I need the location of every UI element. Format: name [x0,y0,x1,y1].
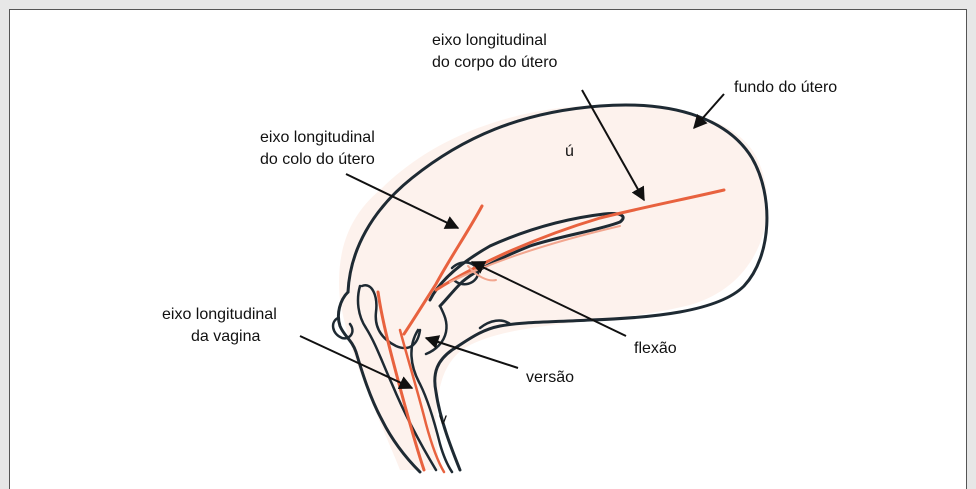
label-vagina-letter: v [439,410,447,430]
label-corpo-line1: eixo longitudinal [432,31,547,51]
label-vagina-line2: da vagina [191,327,260,347]
label-corpo-line2: do corpo do útero [432,53,557,73]
uterus-tint [339,105,767,470]
label-colo-line2: do colo do útero [260,150,375,170]
label-versao: versão [526,368,574,388]
label-vagina-line1: eixo longitudinal [162,305,277,325]
label-colo-line1: eixo longitudinal [260,128,375,148]
label-fundo: fundo do útero [734,78,837,98]
label-utero-letter: ú [565,142,574,162]
label-flexao: flexão [634,339,677,359]
